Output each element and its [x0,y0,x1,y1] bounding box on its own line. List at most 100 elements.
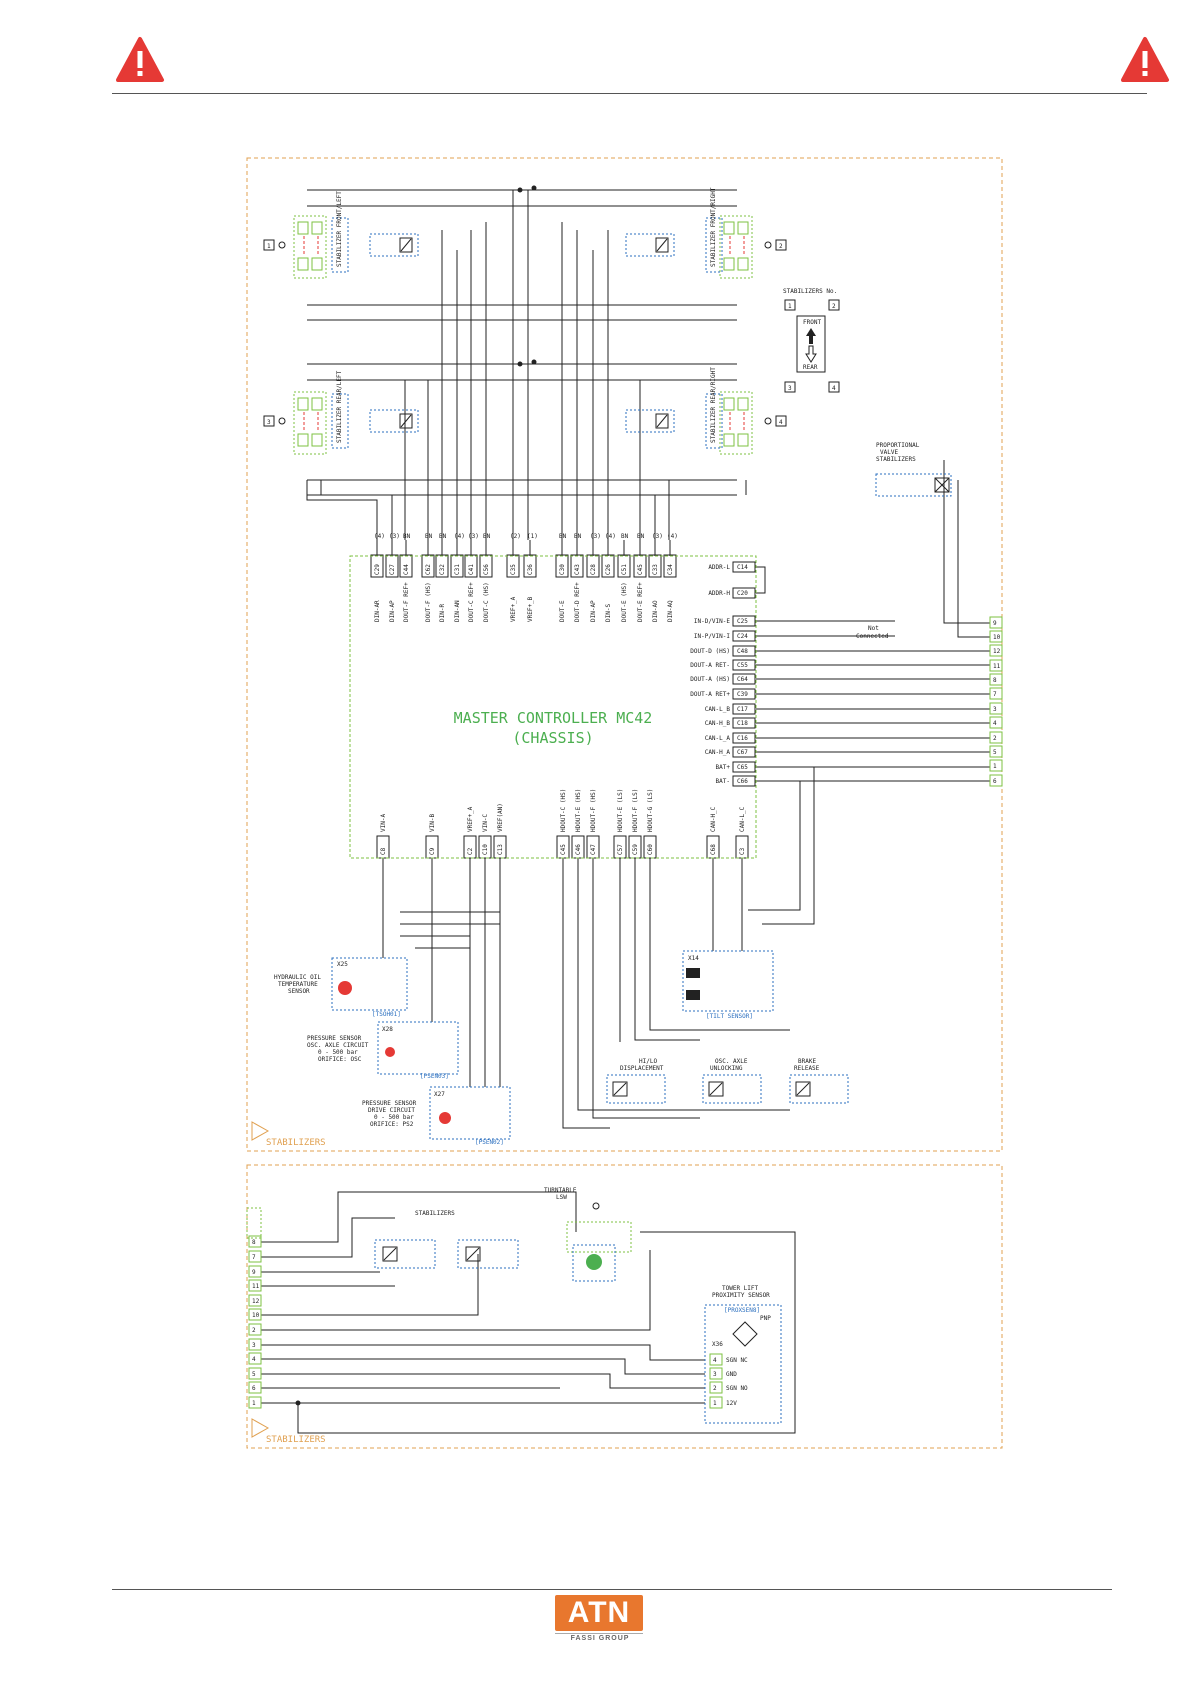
pin-id: C3 [739,847,746,855]
right-pin: DOUT-A (HS)C64 [690,673,756,685]
oil-temp-l2: TEMPERATURE [278,981,318,988]
pin-id: C25 [737,618,748,625]
wire [748,767,815,925]
pin-box [463,835,477,859]
wire [261,1191,577,1243]
tower-pin-box [709,1353,723,1366]
pin-id: C32 [439,564,446,575]
wire [261,1344,705,1361]
connector-ring [278,241,286,249]
pin-label: HDOUT-E (LS) [617,789,624,832]
connector-ring [592,1202,600,1210]
terminal [737,433,749,447]
pin-label: DOUT-C (HS) [483,582,490,622]
pin-id: C31 [454,564,461,575]
pin-box [586,554,600,578]
stab-no-front: FRONT [803,319,821,326]
left-terminal-number: 7 [252,1254,256,1261]
right-terminal-number: 7 [993,691,997,698]
wire [261,1373,705,1389]
stabilizer-number: 1 [267,243,271,250]
press-drive-l3: 0 - 500 bar [374,1114,414,1121]
pin-label: DOUT-C REF+ [468,582,475,622]
pin-box [493,835,507,859]
oil-temp-box [331,957,408,1011]
connector-ring [764,417,772,425]
pin-id: C67 [737,749,748,756]
pin-label: BAT+ [716,764,731,771]
right-terminal-number: 2 [993,735,997,742]
pin-box [555,554,569,578]
junction-dot [531,359,537,365]
right-pin: CAN-H_A C67 [705,746,756,758]
pin-id: C39 [737,691,748,698]
wire [261,1250,651,1331]
right-pin: DOUT-A RET+C39 [690,688,756,700]
left-terminal [248,1279,262,1292]
pin-label: DIN-AN [454,600,461,622]
valve-coil-diagonal [656,414,668,428]
pin-label: DOUT-E REF+ [637,582,644,622]
terminal [723,221,735,235]
lower-frame [246,1164,1003,1449]
pin-label: CAN-L_C [739,806,746,832]
tower-l2: PROXIMITY SENSOR [712,1292,770,1299]
left-terminal-number: 12 [252,1298,260,1305]
prop-valve-l1: PROPORTIONAL [876,442,920,449]
arrow-down-icon [805,345,817,363]
stab-no-rear: REAR [803,364,818,371]
press-drive-l2: DRIVE CIRCUIT [368,1107,415,1114]
stabilizer-label-box [331,217,349,273]
terminal [311,221,323,235]
pin-id: C2 [467,847,474,855]
valve-coil-diagonal [613,1082,627,1096]
tower-pin-number: 2 [713,1385,717,1392]
tower-pin-number: 1 [713,1400,717,1407]
pin-label: CAN-H_A [705,749,731,756]
press-osc-l3: 0 - 500 bar [318,1049,358,1056]
pin-box [385,554,399,578]
upper-frame [246,157,1003,1152]
pin-box [732,673,756,685]
pin-box [478,835,492,859]
prop-valve-l3: STABILIZERS [876,456,916,463]
pin-id: C68 [710,844,717,855]
left-terminal [248,1235,262,1248]
pin-label: ADDR-L [708,564,730,571]
pin-id: C10 [482,844,489,855]
terminal [723,433,735,447]
pin-id: C33 [652,564,659,575]
pin-box [732,761,756,773]
wire [649,900,790,1031]
tilt-sensor-box [682,950,774,1012]
pin-id: C9 [429,847,436,855]
pin-id: C65 [737,764,748,771]
pin-id: C18 [737,720,748,727]
valve-box [369,409,419,433]
wire [261,1217,395,1258]
thermometer-icon [338,981,352,995]
lower-stabilizers-title: STABILIZERS [415,1210,455,1217]
right-terminal-number: 3 [993,706,997,713]
prop-valve-box [875,473,952,497]
tilt-conn: X14 [688,955,699,962]
pin-id: C45 [560,844,567,855]
terminal [297,221,309,235]
lower-frame-label: STABILIZERS [266,1435,326,1445]
right-terminal-number: 1 [993,763,997,770]
valve-coil-diagonal [400,238,412,252]
pin-id: C44 [403,564,410,575]
stabilizer-label: STABILIZER FRONT/RIGHT [710,187,717,267]
stabilizer-label-box [705,393,723,449]
tower-pnp: PNP [760,1315,771,1322]
valve-box [606,1074,666,1104]
turntable-l1: TURNTABLE [544,1187,577,1194]
pin-id: C8 [380,847,387,855]
